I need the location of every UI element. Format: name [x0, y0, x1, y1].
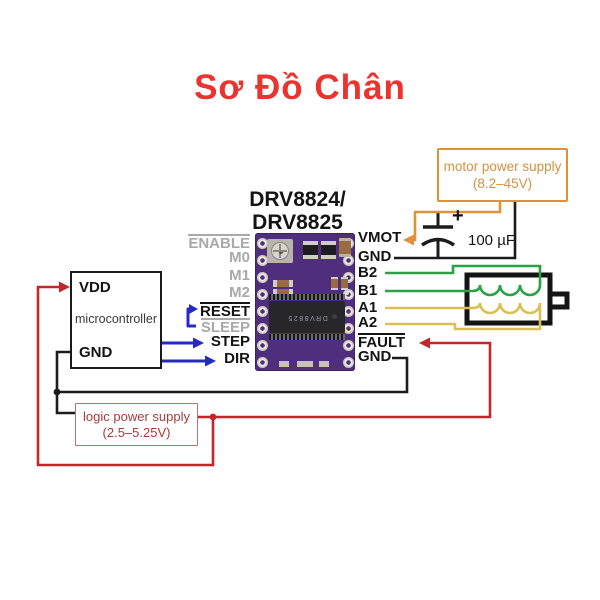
smd-component	[321, 241, 336, 259]
pcb-bottom-pad	[319, 361, 329, 367]
pcb-pad	[257, 339, 268, 351]
wire-fault	[198, 341, 492, 419]
chip-name-line1: DRV8824/	[249, 188, 346, 211]
mcu-vdd-label: VDD	[79, 279, 111, 296]
logic-supply-line2: (2.5–5.25V)	[102, 424, 171, 440]
pcb-pad	[257, 237, 268, 249]
chip-marking: DRV8825	[286, 313, 328, 321]
step-arrowhead	[193, 337, 204, 349]
pin-label-step: STEP	[210, 333, 250, 350]
smd-capacitor	[331, 277, 338, 290]
microcontroller-box: VDD microcontroller GND	[70, 271, 162, 369]
wire-b1-coil	[385, 284, 542, 297]
pcb-pad	[343, 339, 354, 351]
motor-power-supply-box: motor power supply (8.2–45V)	[437, 148, 568, 202]
smd-resistor	[273, 280, 293, 287]
pin-label-b2: B2	[358, 264, 378, 281]
pcb-pad	[257, 254, 268, 266]
wire-b2	[385, 264, 542, 285]
pcb-pad	[343, 305, 354, 317]
logic-supply-line1: logic power supply	[83, 408, 190, 424]
pcb-pad	[343, 356, 354, 368]
pcb-pad	[343, 271, 354, 283]
pin-label-m1: M1	[229, 267, 250, 284]
pin-label-m0: M0	[229, 249, 250, 266]
reset-arrowhead	[189, 304, 198, 314]
pcb-pad	[257, 356, 268, 368]
pcb-pad	[343, 322, 354, 334]
smd-capacitor	[341, 277, 348, 290]
chip-pin-row	[269, 334, 345, 340]
driver-chip: DRV8825	[269, 301, 345, 333]
pin-label-b1: B1	[358, 282, 378, 299]
pcb-pad	[343, 254, 354, 266]
wire-vdd	[36, 285, 215, 467]
capacitor-value-label: 100 µF	[468, 232, 515, 249]
chip-pin-row	[269, 294, 345, 300]
pin-label-a2: A2	[358, 314, 378, 331]
smd-component	[303, 241, 318, 259]
pcb-pad	[257, 305, 268, 317]
trimpot	[267, 239, 293, 263]
wire-a2	[385, 303, 542, 331]
pin-label-fault: FAULT	[358, 333, 406, 351]
smd-capacitor	[339, 238, 351, 257]
logic-junction-dot	[209, 413, 217, 421]
pin-label-m2: M2	[229, 284, 250, 301]
vmot-arrowhead	[403, 234, 414, 246]
stepper-motor-shaft	[547, 291, 570, 310]
pin-label-enable: ENABLE	[188, 234, 250, 252]
motor-supply-line2: (8.2–45V)	[472, 176, 533, 191]
wire-a1-coil	[385, 302, 542, 315]
capacitor-plus-sign: +	[452, 205, 464, 227]
pin-label-vmot: VMOT	[358, 229, 402, 246]
stepper-motor-body	[464, 272, 553, 326]
gnd-junction-dot	[53, 388, 61, 396]
motor-supply-line1: motor power supply	[443, 159, 562, 174]
wire-vmot	[413, 202, 502, 242]
vdd-arrowhead	[59, 281, 70, 293]
capacitor-plate-negative	[421, 237, 455, 247]
wire-mcu-gnd	[55, 350, 75, 415]
fault-arrowhead	[419, 337, 430, 349]
pcb-bottom-pad	[297, 361, 313, 367]
pin-label-reset: RESET	[199, 302, 250, 320]
mcu-gnd-label: GND	[79, 344, 113, 361]
pcb-pad	[257, 288, 268, 300]
smd-resistor	[273, 289, 293, 296]
chip-pin1-dot	[332, 314, 337, 319]
trimpot-screw-icon	[271, 242, 289, 260]
pin-label-dir: DIR	[224, 350, 250, 367]
pin-label-gnd-bottom: GND	[358, 348, 392, 365]
wire-gnd-to-motor-supply	[394, 202, 517, 260]
wire-gnd-bottom	[57, 356, 409, 394]
pcb-pad	[257, 322, 268, 334]
silkscreen-dot	[345, 291, 349, 295]
dir-arrowhead	[205, 355, 216, 367]
pcb-bottom-pad	[279, 361, 289, 367]
chip-name: DRV8824/ DRV8825	[225, 188, 370, 234]
logic-power-supply-box: logic power supply (2.5–5.25V)	[75, 403, 198, 446]
pin-label-gnd-top: GND	[358, 248, 392, 265]
pin-label-a1: A1	[358, 299, 378, 316]
pcb-pad	[257, 271, 268, 283]
pin-label-sleep: SLEEP	[200, 318, 250, 336]
pcb-board: DRV8825	[255, 233, 355, 371]
chip-name-line2: DRV8825	[252, 211, 343, 234]
mcu-label: microcontroller	[75, 312, 157, 326]
page-title: Sơ Đồ Chân	[194, 68, 406, 107]
